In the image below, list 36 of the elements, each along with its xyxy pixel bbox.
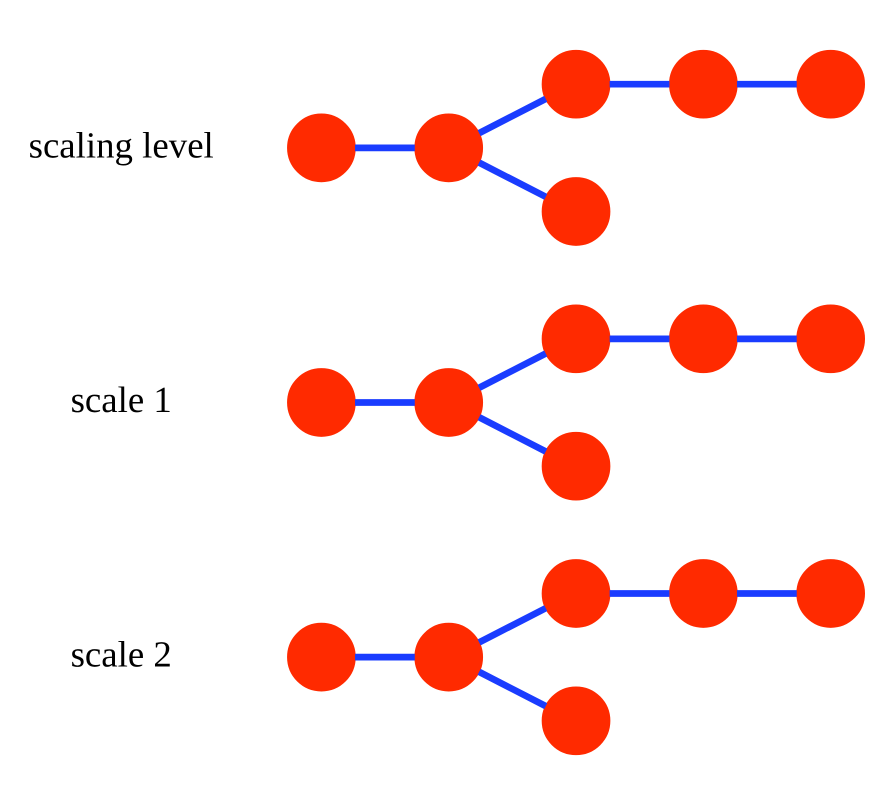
node-circle	[669, 304, 738, 373]
connector	[478, 604, 548, 645]
node-circle	[287, 113, 356, 182]
node-circle	[414, 113, 484, 182]
node-circle	[669, 49, 738, 118]
connector	[478, 159, 548, 200]
node-circle	[796, 558, 865, 628]
node-circle	[542, 431, 610, 500]
connector	[355, 398, 415, 406]
connector	[478, 95, 548, 136]
connector	[736, 590, 797, 596]
node-circle	[287, 622, 356, 691]
connector	[355, 144, 415, 151]
node-circle	[669, 558, 738, 628]
connector	[355, 653, 415, 660]
node-circle	[542, 686, 610, 755]
node-circle	[414, 622, 484, 691]
connector	[610, 334, 670, 342]
label: scale 1	[70, 378, 172, 420]
node-circle	[542, 558, 610, 628]
connector	[610, 590, 670, 596]
node-circle	[796, 49, 865, 118]
node-circle	[542, 49, 610, 118]
connector	[736, 334, 797, 342]
connector	[478, 668, 548, 709]
connector	[610, 80, 670, 88]
label: scaling level	[28, 124, 214, 165]
connector	[478, 414, 548, 454]
node-circle	[542, 176, 610, 246]
connector	[478, 350, 548, 390]
node-circle	[542, 304, 610, 373]
node-circle	[414, 368, 484, 436]
node-circle	[796, 304, 865, 373]
label: scale 2	[70, 633, 172, 674]
connector	[736, 80, 797, 88]
node-circle	[287, 368, 356, 436]
